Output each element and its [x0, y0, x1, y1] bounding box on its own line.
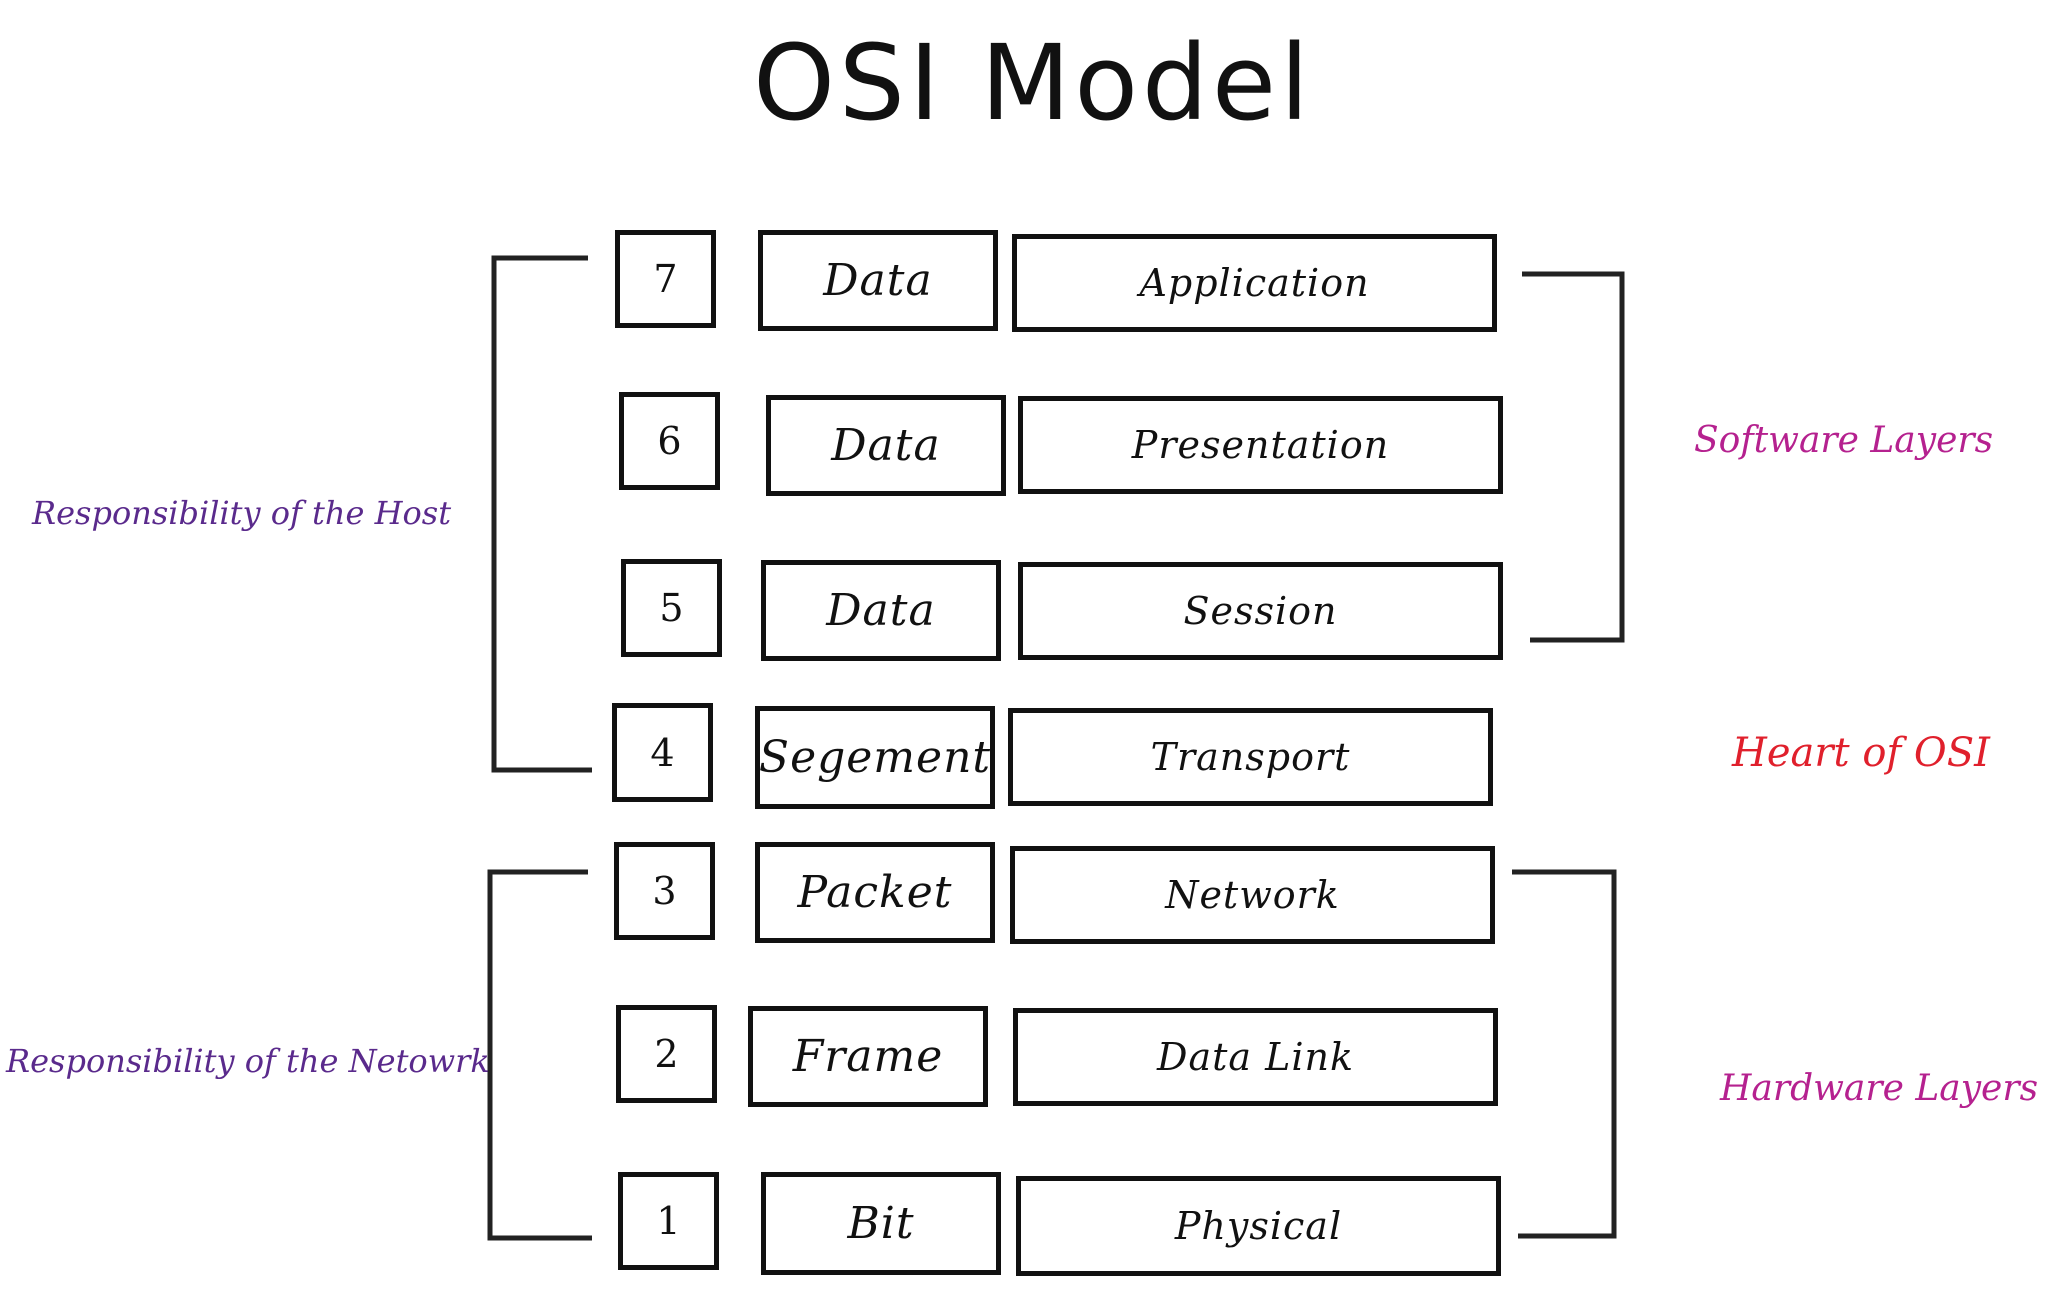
host-bracket [491, 255, 592, 773]
layer-4-name: Transport [1150, 735, 1351, 779]
hardware-layers-label: Hardware Layers [1720, 1068, 2039, 1109]
layer-5-name-box: Session [1018, 562, 1503, 660]
layer-2-number-box: 2 [616, 1005, 717, 1103]
network-responsibility-label: Responsibility of the Netowrk [6, 1042, 490, 1080]
layer-3-number-box: 3 [614, 842, 715, 940]
layer-1-pdu-box: Bit [761, 1172, 1001, 1275]
layer-4-number-box: 4 [612, 703, 713, 802]
layer-5-number-box: 5 [621, 559, 722, 657]
layer-2-pdu-box: Frame [748, 1006, 988, 1107]
layer-2-name-box: Data Link [1013, 1008, 1498, 1106]
layer-3-pdu-box: Packet [755, 842, 995, 943]
layer-6-pdu-box: Data [766, 395, 1006, 496]
layer-2-pdu: Frame [792, 1031, 944, 1082]
hardware-bracket [1512, 869, 1617, 1239]
layer-4-name-box: Transport [1008, 708, 1493, 806]
software-layers-label: Software Layers [1694, 420, 1994, 461]
layer-3-pdu: Packet [797, 867, 953, 918]
host-responsibility-label: Responsibility of the Host [32, 494, 452, 532]
layer-1-name-box: Physical [1016, 1176, 1501, 1276]
layer-6-number-box: 6 [619, 392, 720, 490]
layer-4-pdu: Segement [758, 732, 992, 783]
software-bracket [1522, 271, 1625, 643]
heart-of-osi-label: Heart of OSI [1732, 730, 1990, 776]
layer-5-pdu-box: Data [761, 560, 1001, 661]
layer-5-name: Session [1183, 589, 1338, 633]
layer-5-number: 5 [659, 586, 684, 630]
layer-1-number-box: 1 [618, 1172, 719, 1270]
layer-1-number: 1 [656, 1199, 681, 1243]
layer-3-number: 3 [652, 869, 677, 913]
layer-7-name: Application [1139, 261, 1370, 305]
layer-4-number: 4 [650, 730, 675, 775]
diagram-title: OSI Model [753, 22, 1313, 144]
layer-3-name: Network [1165, 873, 1340, 917]
layer-7-name-box: Application [1012, 234, 1497, 332]
network-bracket [487, 869, 592, 1241]
layer-7-pdu-box: Data [758, 230, 998, 331]
layer-2-number: 2 [654, 1032, 679, 1076]
layer-6-number: 6 [657, 419, 682, 463]
layer-1-pdu: Bit [847, 1198, 915, 1249]
layer-2-name: Data Link [1156, 1035, 1354, 1079]
layer-3-name-box: Network [1010, 846, 1495, 944]
layer-7-number: 7 [653, 257, 678, 301]
layer-6-pdu: Data [831, 420, 941, 471]
layer-6-name-box: Presentation [1018, 396, 1503, 494]
layer-1-name: Physical [1174, 1204, 1343, 1248]
layer-4-pdu-box: Segement [755, 706, 995, 809]
layer-6-name: Presentation [1131, 423, 1390, 467]
layer-5-pdu: Data [826, 585, 936, 636]
layer-7-number-box: 7 [615, 230, 716, 328]
layer-7-pdu: Data [823, 255, 933, 306]
